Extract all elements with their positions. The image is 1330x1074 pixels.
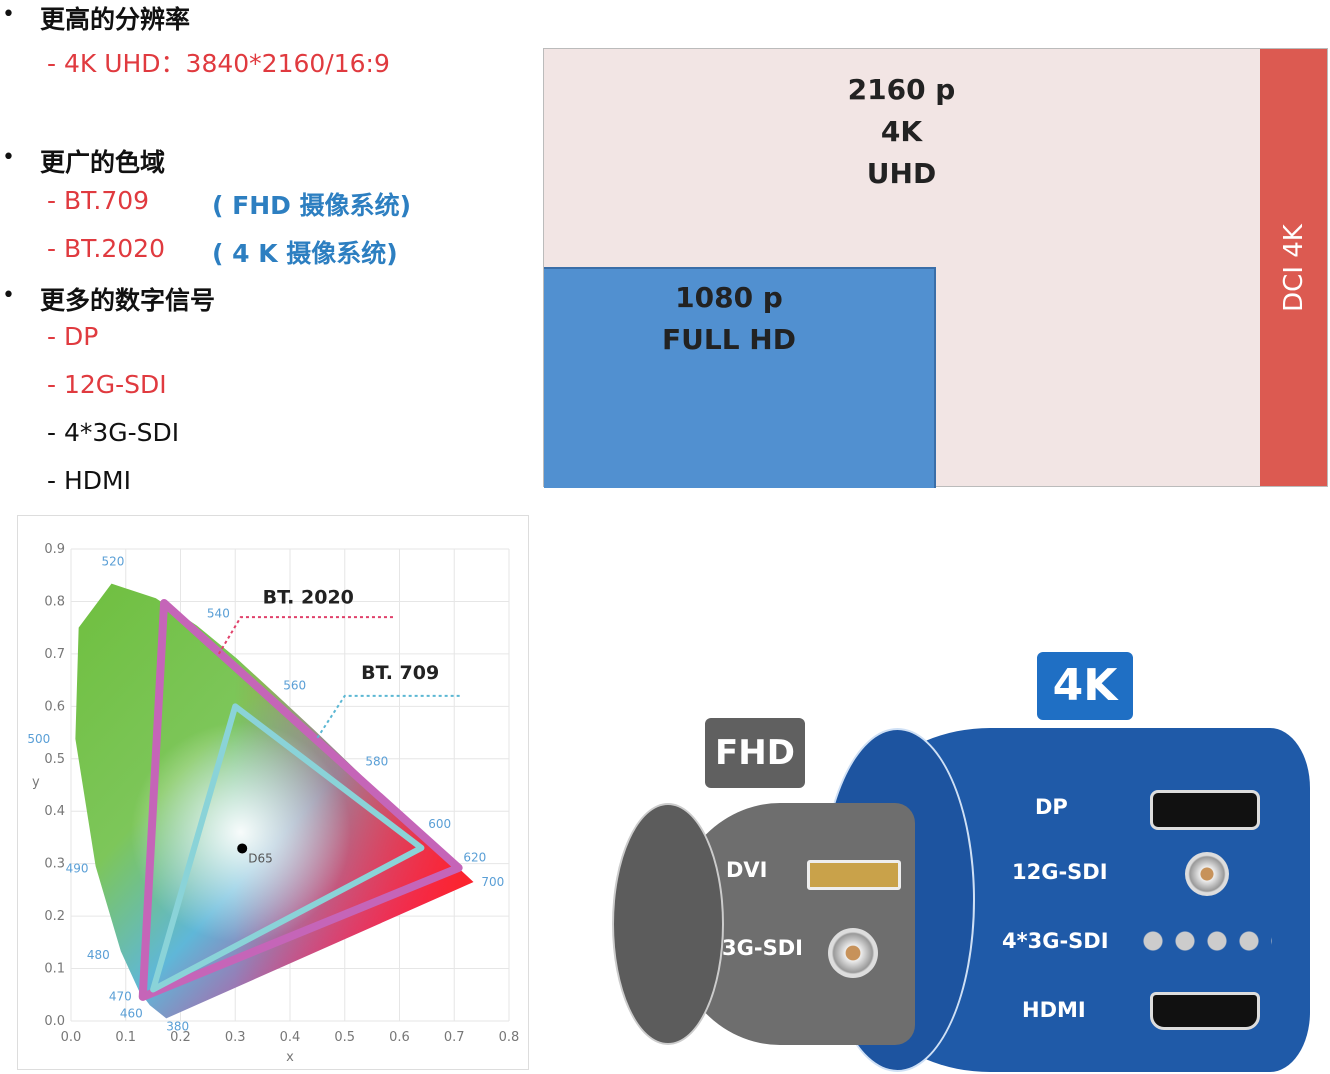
- y-tick-label: 0.6: [44, 699, 65, 714]
- gamut-triangle-bt2020: [138, 599, 463, 1001]
- wavelength-label: 480: [87, 948, 110, 962]
- x-tick-label: 0.2: [170, 1030, 191, 1045]
- x-tick-label: 0.0: [61, 1030, 82, 1045]
- gamut-triangle-bt709: [150, 703, 425, 993]
- uhd-line1: 2160 p: [847, 73, 956, 106]
- port-label-3g-sdi: 3G-SDI: [722, 936, 803, 960]
- bullet-note: ( FHD 摄像系统): [212, 191, 412, 220]
- fhd-area: 1080 p FULL HD: [544, 267, 936, 488]
- port-label-dp: DP: [1035, 795, 1068, 819]
- bullet-subitem: - 4K UHD：3840*2160/16:9: [47, 49, 390, 78]
- y-tick-label: 0.7: [44, 647, 65, 662]
- bnc-port-icon: [828, 928, 878, 978]
- badge-fhd: FHD: [705, 718, 805, 788]
- y-tick-label: 0.2: [44, 909, 65, 924]
- bullet-icon: •: [2, 2, 15, 27]
- white-glow: [130, 722, 351, 943]
- bullet-title: 更广的色域: [40, 148, 166, 177]
- y-tick-label: 0.8: [44, 594, 65, 609]
- y-tick-label: 0.1: [44, 962, 65, 977]
- camera-graphic: 4K FHD DVI 3G-SDI DP 12G-SDI 4*3G-SDI HD…: [600, 640, 1320, 1074]
- port-label-hdmi: HDMI: [1022, 998, 1086, 1022]
- uhd-label: 2160 p 4K UHD: [844, 69, 959, 195]
- bullet-title: 更多的数字信号: [40, 286, 216, 315]
- d65-point: [237, 843, 248, 854]
- x-tick-label: 0.6: [389, 1030, 410, 1045]
- wavelength-label: 600: [428, 817, 451, 831]
- port-label-4x3g-sdi: 4*3G-SDI: [1002, 929, 1109, 953]
- wavelength-label: 700: [481, 875, 504, 889]
- bullet-note: ( 4 K 摄像系统): [212, 239, 398, 268]
- y-tick-label: 0.0: [44, 1014, 65, 1029]
- wavelength-label: 520: [102, 555, 125, 569]
- y-axis-label: y: [32, 775, 40, 790]
- bt709-label: BT. 709: [361, 662, 439, 684]
- fhd-line2: FULL HD: [662, 323, 796, 356]
- bullet-title: 更高的分辨率: [40, 5, 191, 34]
- hdmi-port-icon: [1150, 992, 1260, 1030]
- port-label-dvi: DVI: [726, 858, 768, 882]
- resolution-diagram: 2160 p 4K UHD 1080 p FULL HD DCI 4K: [543, 48, 1328, 488]
- y-tick-label: 0.4: [44, 804, 65, 819]
- wavelength-label: 620: [463, 850, 486, 864]
- x-axis-label: x: [286, 1050, 294, 1065]
- bullet-subitem: - BT.2020: [47, 234, 165, 263]
- d65-label: D65: [248, 851, 273, 865]
- dvi-port-icon: [807, 860, 901, 890]
- y-tick-label: 0.3: [44, 857, 65, 872]
- y-tick-label: 0.9: [44, 542, 65, 557]
- bullet-subitem: - 12G-SDI: [47, 370, 167, 399]
- x-tick-label: 0.3: [225, 1030, 246, 1045]
- y-tick-label: 0.5: [44, 752, 65, 767]
- bt2020-label: BT. 2020: [263, 586, 354, 608]
- x-tick-label: 0.1: [115, 1030, 136, 1045]
- bullet-icon: •: [2, 283, 15, 308]
- quad-bnc-port-icon: [1142, 930, 1272, 952]
- bt2020-leader: [217, 616, 395, 655]
- dci-4k-strip: DCI 4K: [1260, 49, 1327, 486]
- badge-4k: 4K: [1037, 652, 1133, 720]
- wavelength-label: 540: [207, 607, 230, 621]
- bullet-subitem: - BT.709: [47, 186, 150, 215]
- wavelength-label: 460: [120, 1006, 143, 1020]
- fhd-label: 1080 p FULL HD: [644, 277, 814, 361]
- wavelength-label: 500: [27, 732, 50, 746]
- fhd-line1: 1080 p: [675, 281, 783, 314]
- wavelength-label: 490: [66, 861, 89, 875]
- x-tick-label: 0.7: [444, 1030, 465, 1045]
- wavelength-label: 560: [283, 679, 306, 693]
- wavelength-label: 580: [365, 755, 388, 769]
- bullet-icon: •: [2, 145, 15, 170]
- bnc-port-icon: [1185, 852, 1229, 896]
- x-tick-label: 0.8: [499, 1030, 520, 1045]
- wavelength-label: 470: [109, 990, 132, 1004]
- dp-port-icon: [1150, 790, 1260, 830]
- uhd-line2: 4K UHD: [866, 115, 937, 190]
- bullet-subitem: - 4*3G-SDI: [47, 418, 180, 447]
- cie-chromaticity-chart: 0.0 0.1 0.2 0.3 0.4 0.5 0.6 0.7 0.8 0.0 0.1 0.2 0.3 0…: [17, 515, 529, 1070]
- dci-label: DCI 4K: [1278, 223, 1309, 312]
- x-tick-label: 0.4: [280, 1030, 301, 1045]
- bullet-subitem: - HDMI: [47, 466, 131, 495]
- fhd-camera-front: [612, 803, 724, 1045]
- bt709-leader: [316, 694, 460, 739]
- wavelength-label: 380: [166, 1019, 189, 1033]
- port-label-12g-sdi: 12G-SDI: [1012, 860, 1108, 884]
- bullet-subitem: - DP: [47, 322, 99, 351]
- x-tick-label: 0.5: [334, 1030, 355, 1045]
